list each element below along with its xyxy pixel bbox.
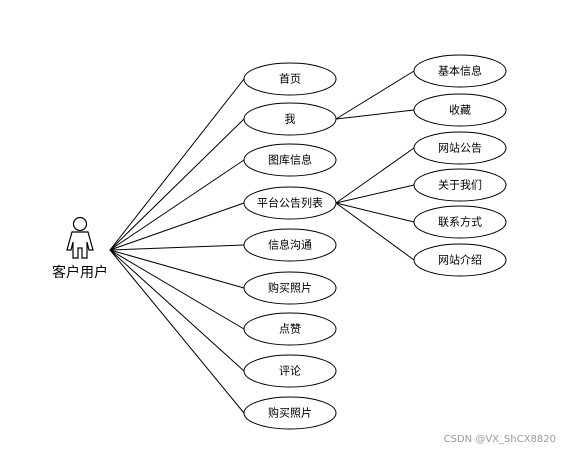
uc-me-label: 我 (285, 113, 296, 126)
association-uc-gallery (109, 159, 245, 251)
use-case-nodes: 首页我图库信息平台公告列表信息沟通购买照片点赞评论购买照片基本信息收藏网站公告关… (243, 54, 507, 430)
uc-buy-1[interactable]: 购买照片 (243, 271, 337, 305)
uc-announcements[interactable]: 平台公告列表 (243, 186, 337, 220)
uc-buy-1-ellipse (243, 271, 337, 305)
uc-messages-ellipse (243, 228, 337, 262)
association-sub-about (335, 184, 415, 204)
uc-like-ellipse (243, 312, 337, 346)
sub-basic-info-label: 基本信息 (438, 64, 482, 78)
uc-home-ellipse (243, 62, 337, 96)
association-uc-messages (109, 244, 245, 251)
actor-body (66, 231, 94, 259)
actor-head (72, 216, 88, 232)
sub-basic-info[interactable]: 基本信息 (413, 54, 507, 88)
sub-site-notice-ellipse (413, 131, 507, 165)
sub-about-ellipse (413, 168, 507, 202)
watermark: CSDN @VX_ShCX8820 (444, 434, 556, 445)
uc-me[interactable]: 我 (243, 102, 337, 136)
uc-messages-label: 信息沟通 (268, 238, 312, 252)
uc-like-label: 点赞 (279, 323, 301, 336)
uc-buy-2-ellipse (243, 396, 337, 430)
actor-label: 客户用户 (52, 264, 108, 281)
association-uc-home (109, 78, 245, 251)
uc-messages[interactable]: 信息沟通 (243, 228, 337, 262)
uc-announcements-label: 平台公告列表 (257, 196, 323, 210)
uc-comment-ellipse (243, 354, 337, 388)
uc-gallery[interactable]: 图库信息 (243, 143, 337, 177)
sub-favorites-label: 收藏 (449, 103, 471, 117)
association-sub-basic-info (335, 70, 415, 120)
sub-basic-info-ellipse (413, 54, 507, 88)
uc-gallery-ellipse (243, 143, 337, 177)
sub-site-notice[interactable]: 网站公告 (413, 131, 507, 165)
association-lines (109, 70, 415, 414)
actor: 客户用户 (52, 216, 108, 281)
association-uc-buy-2 (109, 249, 245, 414)
uc-announcements-ellipse (243, 186, 337, 220)
association-uc-like (109, 249, 245, 330)
uc-me-ellipse (243, 102, 337, 136)
sub-favorites-ellipse (413, 93, 507, 127)
sub-site-intro-label: 网站介绍 (438, 253, 482, 267)
uc-gallery-label: 图库信息 (268, 153, 312, 167)
association-uc-buy-1 (109, 249, 245, 289)
uc-buy-2-label: 购买照片 (268, 406, 312, 420)
sub-site-intro[interactable]: 网站介绍 (413, 243, 507, 277)
uc-home-label: 首页 (279, 72, 301, 86)
uc-buy-1-label: 购买照片 (268, 281, 312, 295)
association-sub-favorites (335, 109, 415, 120)
sub-favorites[interactable]: 收藏 (413, 93, 507, 127)
sub-site-notice-label: 网站公告 (438, 141, 482, 155)
sub-about[interactable]: 关于我们 (413, 168, 507, 202)
association-sub-contact (335, 202, 415, 223)
uc-like[interactable]: 点赞 (243, 312, 337, 346)
uc-comment[interactable]: 评论 (243, 354, 337, 388)
association-sub-site-notice (335, 147, 415, 204)
sub-contact-ellipse (413, 205, 507, 239)
association-uc-me (109, 118, 245, 251)
sub-site-intro-ellipse (413, 243, 507, 277)
association-sub-site-intro (335, 202, 415, 261)
uc-buy-2[interactable]: 购买照片 (243, 396, 337, 430)
association-uc-announcements (109, 202, 245, 251)
sub-contact[interactable]: 联系方式 (413, 205, 507, 239)
uc-home[interactable]: 首页 (243, 62, 337, 96)
sub-contact-label: 联系方式 (438, 215, 482, 229)
association-uc-comment (109, 249, 245, 372)
sub-about-label: 关于我们 (438, 178, 482, 192)
uc-comment-label: 评论 (279, 364, 301, 378)
